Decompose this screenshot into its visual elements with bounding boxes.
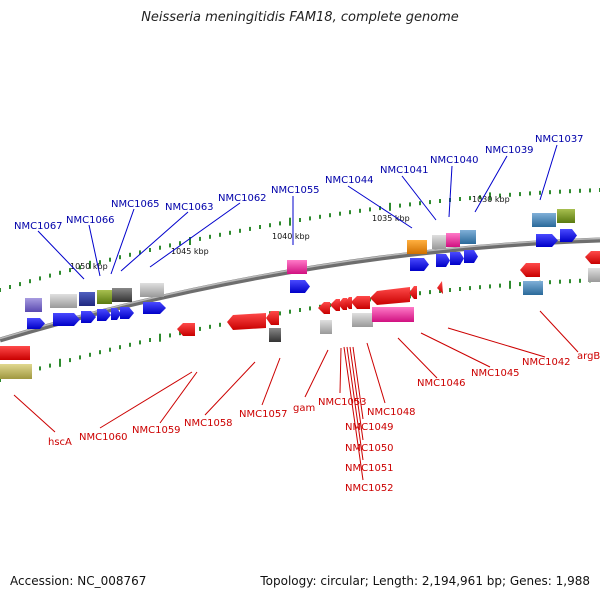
feature-block[interactable] <box>112 288 132 302</box>
scale-label-1035: 1035 kbp <box>372 214 410 223</box>
gene-arrow[interactable] <box>111 308 121 320</box>
gene-label-NMC1052[interactable]: NMC1052 <box>345 483 394 494</box>
gene-arrow[interactable] <box>370 287 410 305</box>
feature-block[interactable] <box>287 260 307 274</box>
feature-block[interactable] <box>557 209 575 223</box>
gene-label-NMC1058[interactable]: NMC1058 <box>184 418 233 429</box>
gene-arrow[interactable] <box>520 263 540 277</box>
feature-block[interactable] <box>352 313 373 327</box>
feature-block[interactable] <box>25 298 42 312</box>
gene-label-NMC1051[interactable]: NMC1051 <box>345 463 394 474</box>
feature-block[interactable] <box>140 283 164 297</box>
gene-arrow[interactable] <box>410 258 429 271</box>
gene-label-NMC1060[interactable]: NMC1060 <box>79 432 128 443</box>
accession-text: Accession: NC_008767 <box>10 574 147 588</box>
gene-arrow[interactable] <box>177 323 195 336</box>
feature-block[interactable] <box>460 230 476 244</box>
feature-block[interactable] <box>407 240 427 254</box>
gene-label-NMC1057[interactable]: NMC1057 <box>239 409 288 420</box>
gene-label-NMC1049[interactable]: NMC1049 <box>345 422 394 433</box>
gene-arrow[interactable] <box>450 252 464 265</box>
scale-label-1030: 1030 kbp <box>472 195 510 204</box>
gene-arrow[interactable] <box>344 297 352 309</box>
gene-arrow[interactable] <box>560 229 577 242</box>
feature-block[interactable] <box>97 290 112 304</box>
gene-label-NMC1055[interactable]: NMC1055 <box>271 185 320 196</box>
gene-arrow[interactable] <box>330 299 340 311</box>
gene-label-NMC1063[interactable]: NMC1063 <box>165 202 214 213</box>
gene-arrow[interactable] <box>81 311 96 323</box>
gene-arrow[interactable] <box>338 298 347 310</box>
reverse-strand-features <box>0 251 600 379</box>
feature-block[interactable] <box>532 213 556 227</box>
scale-label-1050: 1050 kbp <box>70 262 108 271</box>
gene-label-NMC1040[interactable]: NMC1040 <box>430 155 479 166</box>
feature-block[interactable] <box>50 294 77 308</box>
gene-label-NMC1062[interactable]: NMC1062 <box>218 193 267 204</box>
gene-label-NMC1048[interactable]: NMC1048 <box>367 407 416 418</box>
feature-block[interactable] <box>432 235 446 249</box>
gene-arrow[interactable] <box>143 302 166 314</box>
feature-block[interactable] <box>320 320 332 334</box>
gene-arrow[interactable] <box>227 313 266 330</box>
gene-label-NMC1037[interactable]: NMC1037 <box>535 134 584 145</box>
gene-arrow[interactable] <box>318 302 330 314</box>
feature-block[interactable] <box>588 268 600 282</box>
gene-arrow[interactable] <box>585 251 600 264</box>
reverse-gene-labels: argB NMC1042 NMC1045 NMC1046 NMC1048 NMC… <box>13 310 600 494</box>
page-title: Neisseria meningitidis FAM18, complete g… <box>141 10 459 25</box>
gene-label-NMC1059[interactable]: NMC1059 <box>132 425 181 436</box>
gene-arrow[interactable] <box>266 311 279 325</box>
feature-block[interactable] <box>269 328 281 342</box>
gene-label-NMC1044[interactable]: NMC1044 <box>325 175 374 186</box>
gene-label-NMC1066[interactable]: NMC1066 <box>66 215 115 226</box>
gene-arrow[interactable] <box>120 307 134 319</box>
feature-block[interactable] <box>0 346 30 360</box>
gene-arrow[interactable] <box>290 280 310 293</box>
gene-label-NMC1050[interactable]: NMC1050 <box>345 443 394 454</box>
forward-gene-labels: NMC1037 NMC1039 NMC1040 NMC1041 NMC1044 … <box>14 134 584 280</box>
gene-arrow[interactable] <box>437 281 443 294</box>
gene-arrow[interactable] <box>436 254 450 267</box>
feature-block[interactable] <box>79 292 95 306</box>
gene-arrow[interactable] <box>351 296 370 309</box>
gene-arrow[interactable] <box>536 234 558 247</box>
gene-label-NMC1053[interactable]: NMC1053 <box>318 397 367 408</box>
gene-label-NMC1046[interactable]: NMC1046 <box>417 378 466 389</box>
gene-arrow[interactable] <box>464 250 478 263</box>
gene-label-hscA[interactable]: hscA <box>48 437 72 448</box>
scale-label-1040: 1040 kbp <box>272 232 310 241</box>
gene-arrow[interactable] <box>27 318 45 329</box>
feature-block[interactable] <box>372 307 414 322</box>
forward-strand-features <box>25 209 577 329</box>
gene-label-gam[interactable]: gam <box>293 403 315 414</box>
gene-label-NMC1067[interactable]: NMC1067 <box>14 221 63 232</box>
gene-label-NMC1065[interactable]: NMC1065 <box>111 199 160 210</box>
gene-label-NMC1042[interactable]: NMC1042 <box>522 357 571 368</box>
topology-text: Topology: circular; Length: 2,194,961 bp… <box>260 574 590 588</box>
gene-arrow[interactable] <box>53 313 80 326</box>
feature-block[interactable] <box>0 364 32 379</box>
gene-label-NMC1045[interactable]: NMC1045 <box>471 368 520 379</box>
gene-label-argB[interactable]: argB <box>577 351 600 362</box>
gene-label-NMC1039[interactable]: NMC1039 <box>485 145 534 156</box>
feature-block[interactable] <box>523 281 543 295</box>
gene-arrow[interactable] <box>97 309 111 321</box>
gene-arrow[interactable] <box>409 286 417 299</box>
feature-block[interactable] <box>446 233 460 247</box>
scale-label-1045: 1045 kbp <box>171 247 209 256</box>
gene-label-NMC1041[interactable]: NMC1041 <box>380 165 429 176</box>
